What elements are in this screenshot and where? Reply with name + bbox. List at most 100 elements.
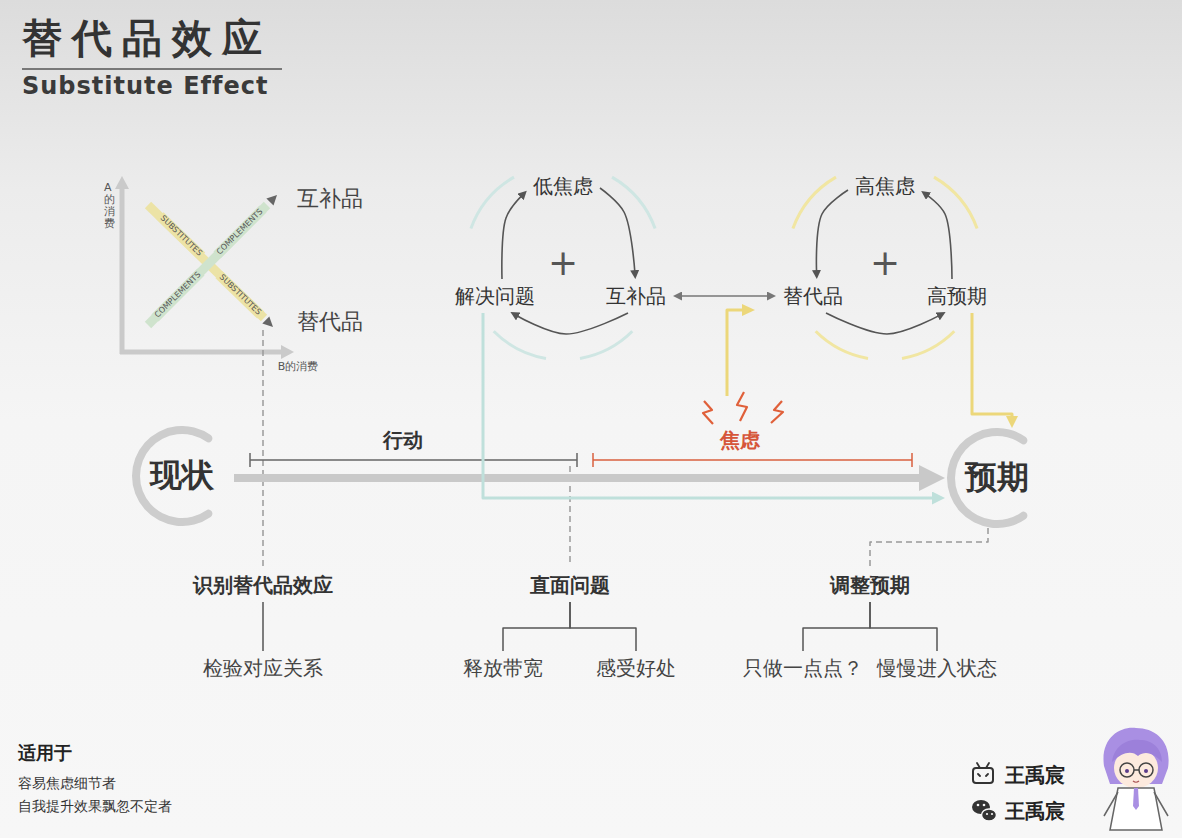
connector-arrow <box>972 313 1012 420</box>
axis-line <box>120 350 282 355</box>
bilibili-icon <box>977 763 989 776</box>
axis-label: A的消费 <box>104 182 115 230</box>
node-text: 高预期 <box>927 283 987 309</box>
avatar-body <box>1110 788 1162 830</box>
cycle-arc <box>494 331 546 358</box>
page-title: 替代品效应 <box>22 14 272 62</box>
avatar-glasses <box>1134 769 1139 771</box>
plus-sign: + <box>548 240 578 285</box>
complements-line <box>148 205 267 325</box>
wechat-icon <box>977 804 980 807</box>
avatar-glasses <box>1139 763 1153 777</box>
step-item: 感受好处 <box>589 651 683 685</box>
note-line: 容易焦虑细节者 <box>18 775 116 793</box>
step-heading: 调整预期 <box>823 568 917 602</box>
state-ring: 现状 <box>130 426 234 526</box>
connector-arrow <box>816 190 848 273</box>
connector-arrow <box>483 313 936 498</box>
cycle-arc <box>471 177 514 228</box>
node-text: 低焦虑 <box>533 173 593 199</box>
connector-arrow <box>234 474 927 482</box>
anxiety-bracket <box>593 453 912 467</box>
node-text: 解决问题 <box>455 283 535 309</box>
step-heading: 直面问题 <box>523 568 617 602</box>
line-label: SUBSTITUTES <box>157 212 206 260</box>
step-item: 释放带宽 <box>456 651 550 685</box>
cycle-arc <box>902 331 954 358</box>
line-label: SUBSTITUTES <box>216 271 265 319</box>
connector-arrow <box>926 195 952 279</box>
connector-arrow <box>600 188 635 273</box>
wechat-icon <box>982 809 997 821</box>
cycle-state: 替代品 <box>776 279 850 313</box>
lightning-symbol <box>771 401 783 423</box>
step-heading: 识别替代品效应 <box>186 568 340 602</box>
connector-arrow <box>679 295 769 297</box>
step-item: 检验对应关系 <box>196 651 330 685</box>
step-item: 只做一点点？ <box>736 651 870 685</box>
connector-line <box>262 602 264 651</box>
node-text: 互补品 <box>606 283 666 309</box>
avatar-bangs <box>1112 740 1162 762</box>
wechat-icon <box>983 804 986 807</box>
avatar-tie <box>1133 788 1139 810</box>
title-rule <box>22 68 282 70</box>
author-name: 王禹宸 <box>1005 763 1065 788</box>
axis-line <box>120 187 125 354</box>
cycle-arc <box>816 331 868 358</box>
bilibili-icon <box>973 768 993 783</box>
connector-line <box>503 602 570 651</box>
author-name: 王禹宸 <box>1005 799 1065 824</box>
connector-line <box>870 602 937 651</box>
connector-line <box>570 602 636 651</box>
note-line: 自我提升效果飘忽不定者 <box>18 798 172 816</box>
plus-sign: + <box>870 240 900 285</box>
cycle-arc <box>934 177 977 228</box>
avatar-eye <box>1144 769 1148 773</box>
connector-arrow <box>826 313 940 334</box>
anxiety-link-arrow <box>742 304 755 316</box>
node-text: 预期 <box>965 457 1029 499</box>
avatar-eye <box>1125 769 1129 773</box>
connector-arrow <box>502 195 522 279</box>
node-text: 识别替代品效应 <box>193 572 333 598</box>
state-ring: 预期 <box>945 428 1049 528</box>
cycle-arc <box>793 177 836 228</box>
curve-name: 替代品 <box>297 308 363 336</box>
node-text: 直面问题 <box>530 572 610 598</box>
cycle-state: 高焦虑 <box>848 169 922 203</box>
anxiety-link <box>727 310 744 396</box>
substitutes-arrow <box>262 316 273 327</box>
action-bracket <box>250 453 577 467</box>
avatar-arms <box>1104 792 1168 816</box>
cycle-state: 高预期 <box>920 279 994 313</box>
avatar <box>1103 728 1168 830</box>
connector-arrow <box>516 313 628 334</box>
step-item: 慢慢进入状态 <box>870 651 1004 685</box>
axis-label: B的消费 <box>278 360 319 374</box>
lightning-symbol <box>737 392 747 421</box>
bracket-label: 焦虑 <box>720 428 760 453</box>
avatar-mouth <box>1133 781 1139 782</box>
cycle-state: 互补品 <box>599 279 673 313</box>
complements-arrow <box>266 195 277 206</box>
curve-name: 互补品 <box>297 185 363 213</box>
node-text: 替代品 <box>783 283 843 309</box>
node-text: 释放带宽 <box>463 655 543 681</box>
lightning-symbol <box>703 401 713 424</box>
node-text: 调整预期 <box>830 572 910 598</box>
wechat-icon <box>986 813 988 815</box>
connector-line <box>870 528 988 568</box>
note-heading: 适用于 <box>18 742 72 765</box>
avatar-glasses <box>1120 763 1134 777</box>
cycle-state: 低焦虑 <box>526 169 600 203</box>
connector-line <box>803 602 870 651</box>
node-text: 现状 <box>150 455 214 497</box>
node-text: 慢慢进入状态 <box>877 655 997 681</box>
node-text: 高焦虑 <box>855 173 915 199</box>
axis-arrow <box>115 176 129 189</box>
guide-dash <box>262 330 264 566</box>
